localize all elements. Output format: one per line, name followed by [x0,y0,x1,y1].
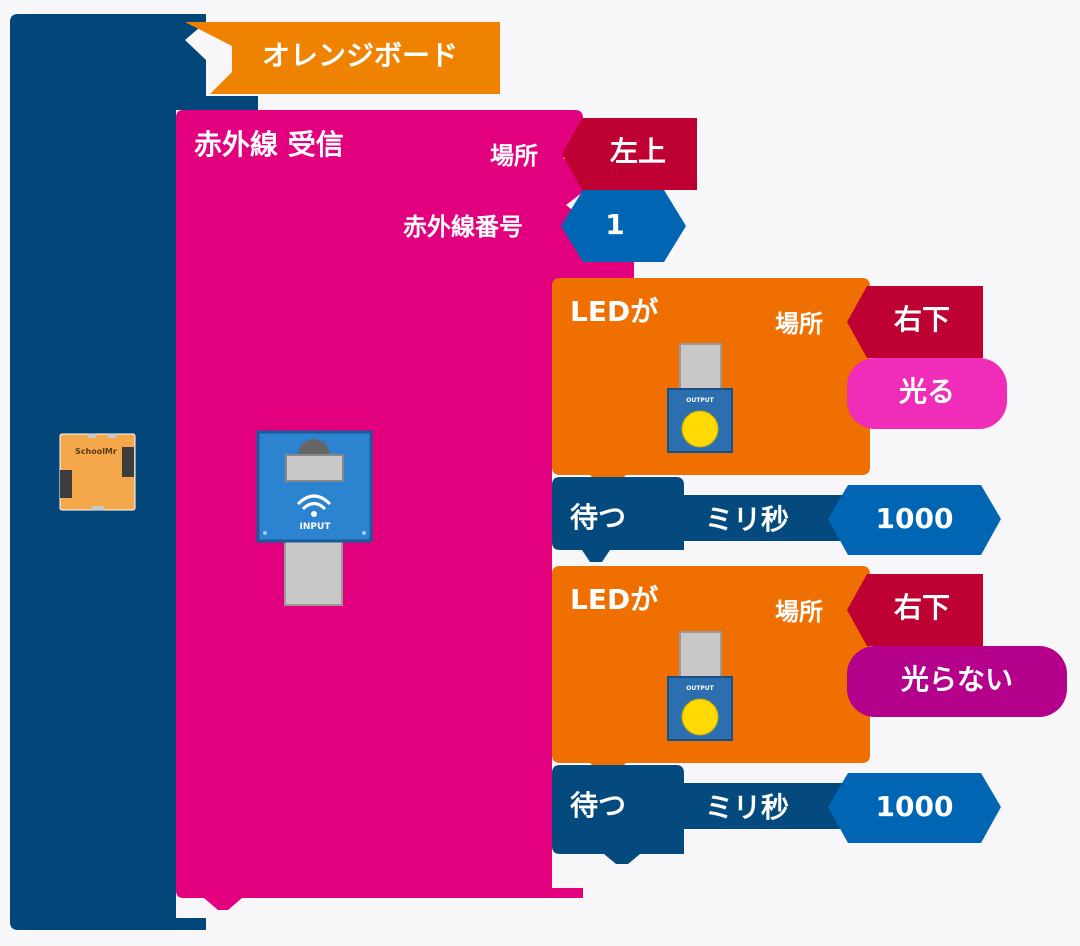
led-1-location-label: 場所 [775,310,823,338]
led-2-label: LEDが [570,583,659,616]
board-module-text: SchoolMr [75,447,117,456]
wait-block-1-body[interactable] [552,477,684,562]
ir-number-label: 赤外線番号 [403,213,523,241]
ir-location-value: 左上 [609,135,666,168]
led-1-state-value: 光る [898,375,955,408]
led-2-location-label: 場所 [775,598,823,626]
orange-board-icon [59,433,136,511]
wait-1-value: 1000 [875,502,954,535]
led-2-state-value: 光らない [900,663,1013,696]
led-2-state-dropdown[interactable] [847,646,1067,717]
wait-block-2-body[interactable] [552,765,684,864]
ir-location-label: 場所 [490,142,538,170]
ir-number-value: 1 [605,208,625,241]
led-1-icon-text: OUTPUT [686,397,714,404]
wait-2-value-input[interactable] [828,773,1001,843]
led-output-icon [667,343,733,453]
board-title-cap[interactable] [185,22,500,94]
led-output-icon [667,631,733,741]
ir-receiver-input-icon [256,430,373,606]
ir-location-dropdown[interactable] [562,118,697,190]
ir-receive-block-body[interactable] [176,110,634,910]
led-2-location-dropdown[interactable] [847,574,983,646]
board-title: オレンジボード [262,39,459,72]
ir-number-input[interactable] [561,190,686,262]
led-1-state-dropdown[interactable] [847,358,1007,429]
led-2-location-value: 右下 [893,591,950,624]
wait-2-value: 1000 [875,790,954,823]
ir-icon-text: INPUT [299,522,331,532]
wait-2-unit-slot[interactable] [660,783,843,829]
wait-2-unit: ミリ秒 [705,791,790,824]
wait-1-label: 待つ [570,501,627,534]
led-2-icon-text: OUTPUT [686,685,714,692]
wait-1-unit: ミリ秒 [705,503,790,536]
led-1-location-value: 右下 [893,303,950,336]
wait-2-label: 待つ [570,789,627,822]
ir-block-label: 赤外線 受信 [194,128,344,161]
led-1-location-dropdown[interactable] [847,286,983,358]
led-1-label: LEDが [570,295,659,328]
wait-1-value-input[interactable] [828,485,1001,555]
wait-1-unit-slot[interactable] [660,495,843,541]
